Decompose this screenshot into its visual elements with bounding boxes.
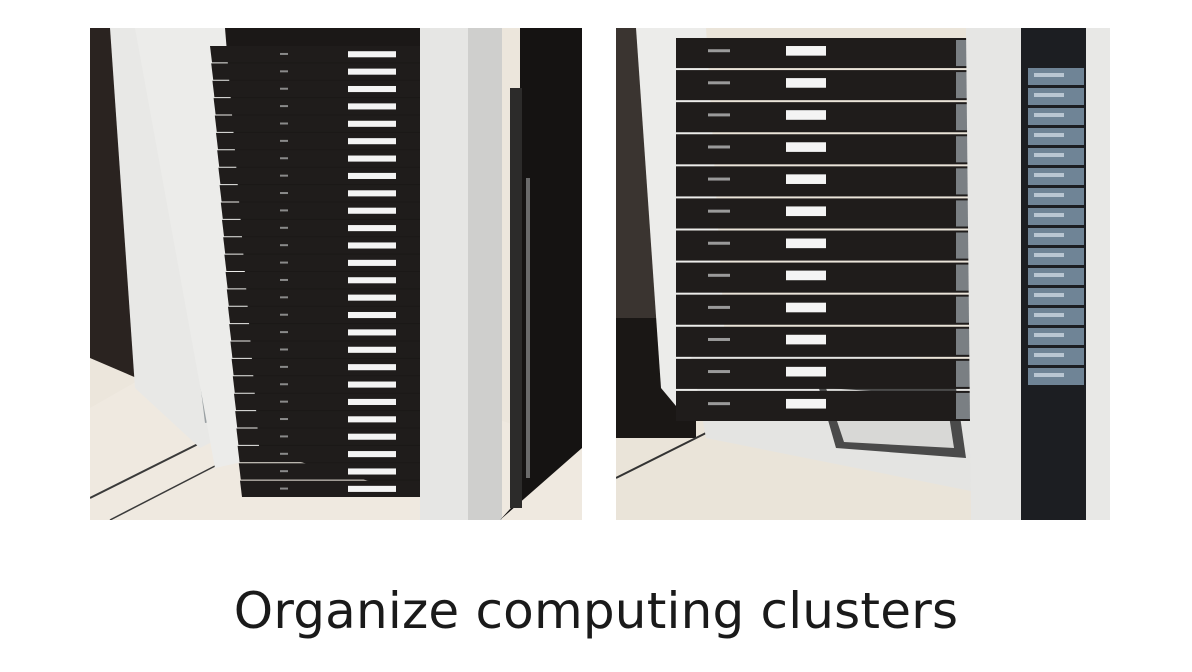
server-unit <box>238 463 420 480</box>
server-unit <box>676 38 976 69</box>
server-rack-photo-right <box>616 28 1110 520</box>
drive-label <box>348 207 396 214</box>
drive-label <box>348 398 396 405</box>
drive-label <box>348 172 396 179</box>
drive-label <box>348 433 396 440</box>
drive-label <box>348 68 396 75</box>
drive-label <box>348 311 396 319</box>
server-unit <box>218 167 420 185</box>
server-unit <box>223 237 420 254</box>
drive-label <box>348 416 396 423</box>
drive-label <box>786 78 826 88</box>
blade-unit <box>1028 168 1084 185</box>
drive-label <box>348 259 396 266</box>
server-unit <box>676 390 976 421</box>
blade-unit <box>1028 348 1084 365</box>
blade-unit <box>1028 288 1084 305</box>
right-blade-rack <box>1028 68 1084 385</box>
right-server-stack <box>676 38 976 421</box>
drive-label <box>348 103 396 110</box>
drive-label <box>786 206 826 217</box>
blade-unit <box>1028 128 1084 145</box>
server-unit <box>676 198 976 229</box>
drive-label <box>348 190 396 197</box>
drive-label <box>348 155 396 162</box>
drive-label <box>348 242 396 249</box>
drive-label <box>786 46 826 56</box>
drive-label <box>348 120 396 127</box>
drive-label <box>786 238 826 249</box>
drive-label <box>348 381 396 388</box>
server-unit <box>676 294 976 325</box>
blade-unit <box>1028 208 1084 225</box>
server-unit <box>219 185 420 202</box>
server-unit <box>228 306 420 324</box>
server-unit <box>217 150 420 167</box>
left-server-stack <box>210 46 420 497</box>
server-unit <box>676 134 976 165</box>
blade-unit <box>1028 268 1084 285</box>
server-unit <box>676 358 976 389</box>
server-unit <box>210 46 420 63</box>
server-unit <box>676 70 976 101</box>
drive-label <box>786 142 826 152</box>
server-unit <box>213 98 420 115</box>
drive-label <box>348 277 396 284</box>
server-unit <box>220 202 420 219</box>
drive-label <box>348 346 396 353</box>
blade-unit <box>1028 148 1084 165</box>
blade-unit <box>1028 108 1084 125</box>
server-unit <box>229 324 420 341</box>
drive-label <box>786 110 826 120</box>
blade-unit <box>1028 368 1084 385</box>
drive-label <box>786 398 826 409</box>
server-rack-photo-left <box>90 28 582 520</box>
server-unit <box>231 358 420 376</box>
drive-label <box>348 451 396 458</box>
server-unit <box>225 272 420 289</box>
server-unit <box>676 230 976 261</box>
server-unit <box>236 428 420 445</box>
blade-unit <box>1028 248 1084 265</box>
server-unit <box>211 63 420 80</box>
drive-label <box>348 329 396 336</box>
slide-caption: Organize computing clusters <box>233 582 959 640</box>
blade-unit <box>1028 328 1084 345</box>
server-unit <box>216 132 420 150</box>
server-unit <box>240 480 420 497</box>
drive-label <box>348 294 396 301</box>
drive-label <box>786 334 826 345</box>
server-unit <box>226 289 420 306</box>
server-unit <box>237 445 420 463</box>
server-unit <box>222 219 420 237</box>
server-unit <box>212 80 420 98</box>
blade-unit <box>1028 88 1084 105</box>
drive-label <box>348 51 396 58</box>
drive-label <box>348 468 396 475</box>
server-unit <box>235 411 420 428</box>
blade-unit <box>1028 188 1084 205</box>
server-unit <box>224 254 420 271</box>
server-unit <box>676 326 976 357</box>
drive-label <box>348 485 396 492</box>
drive-label <box>786 302 826 313</box>
drive-label <box>786 366 826 377</box>
drive-label <box>348 138 396 145</box>
server-unit <box>676 102 976 133</box>
drive-label <box>348 85 396 93</box>
server-unit <box>676 166 976 197</box>
drive-label <box>786 270 826 281</box>
drive-label <box>348 225 396 232</box>
server-unit <box>234 393 420 411</box>
blade-unit <box>1028 228 1084 245</box>
blade-unit <box>1028 308 1084 325</box>
server-unit <box>214 115 420 132</box>
server-unit <box>232 376 420 393</box>
blade-unit <box>1028 68 1084 85</box>
server-unit <box>230 341 420 358</box>
server-unit <box>676 262 976 293</box>
drive-label <box>786 174 826 184</box>
drive-label <box>348 364 396 371</box>
